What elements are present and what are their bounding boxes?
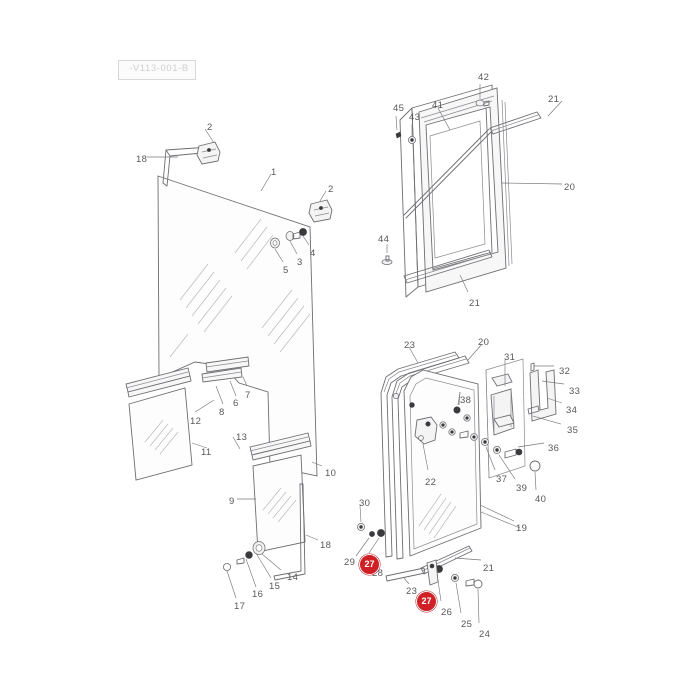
callout-9: 9 [229,496,235,507]
callout-38: 38 [460,395,472,406]
fastener-cluster-14-17 [222,541,282,599]
callout-43: 43 [409,112,421,123]
handle-assembly-group [457,358,565,522]
glass-clip-top [196,141,221,165]
callout-42: 42 [478,72,490,83]
seal-strip-21-upper [403,111,542,219]
main-glass-panel-group [157,146,318,477]
callout-34: 34 [566,405,578,416]
fastener-cluster-24-26 [435,565,483,624]
callout-7: 7 [245,390,251,401]
strip-23-bottom [385,567,426,585]
callout-10: 10 [325,468,337,479]
callout-24: 24 [479,629,491,640]
callout-12: 12 [190,416,202,427]
callout-2: 2 [207,122,213,133]
door-glass-19-group [403,369,482,557]
callout-23: 23 [406,586,418,597]
callout-21: 21 [548,94,560,105]
callout-29: 29 [344,557,356,568]
callout-33: 33 [569,386,581,397]
callout-1: 1 [271,167,277,178]
callout-40: 40 [535,494,547,505]
callout-25: 25 [461,619,473,630]
bracket-lower [426,559,439,586]
fastener-42 [475,84,490,107]
callout-20: 20 [478,337,490,348]
highlight-marker-27[interactable]: 27 [416,591,437,612]
callout-3: 3 [297,257,303,268]
callout-41: 41 [432,100,444,111]
callout-21: 21 [483,563,495,574]
fastener-cluster-28-30 [355,505,385,557]
callout-17: 17 [234,601,246,612]
callout-35: 35 [567,425,579,436]
glass-hatching [169,218,311,358]
callout-21: 21 [469,298,481,309]
leader-lines-left [147,128,327,541]
seal-23-group [380,351,460,558]
callout-23: 23 [404,340,416,351]
callout-5: 5 [283,265,289,276]
callout-28: 28 [372,568,384,579]
fastener-45 [395,115,402,139]
seal-strip-21-lower [403,249,493,284]
part-number-box [118,60,196,80]
callout-16: 16 [252,589,264,600]
callout-14: 14 [287,572,299,583]
callout-37: 37 [496,474,508,485]
callout-18: 18 [320,540,332,551]
callout-6: 6 [233,398,239,409]
callout-11: 11 [201,447,212,458]
callout-15: 15 [269,581,281,592]
callout-13: 13 [236,432,248,443]
callout-22: 22 [425,477,437,488]
callout-31: 31 [504,352,516,363]
callout-32: 32 [559,366,571,377]
highlight-marker-27[interactable]: 27 [359,554,380,575]
callout-36: 36 [548,443,560,454]
leader-lines-right [408,100,563,529]
fastener-43 [408,124,416,144]
callout-19: 19 [516,523,528,534]
callout-18: 18 [136,154,148,165]
glass-clip-right [308,199,333,223]
callout-26: 26 [441,607,453,618]
fastener-cluster-3-4-5 [270,228,310,263]
rod-18 [273,483,306,581]
callout-30: 30 [359,498,371,509]
callout-2: 2 [328,184,334,195]
callout-39: 39 [516,483,528,494]
callout-20: 20 [564,182,576,193]
fastener-row-22 [393,391,478,441]
latch-plate-22 [414,416,438,471]
callout-44: 44 [378,234,390,245]
side-window-9-group [249,432,312,553]
callout-45: 45 [393,103,405,114]
side-window-11-group [125,367,193,481]
callout-8: 8 [219,407,225,418]
fastener-44 [381,244,393,265]
part-number-label: -V113-001-B [129,63,189,74]
rail-6-7-8-group [201,356,250,383]
callout-4: 4 [310,248,316,259]
